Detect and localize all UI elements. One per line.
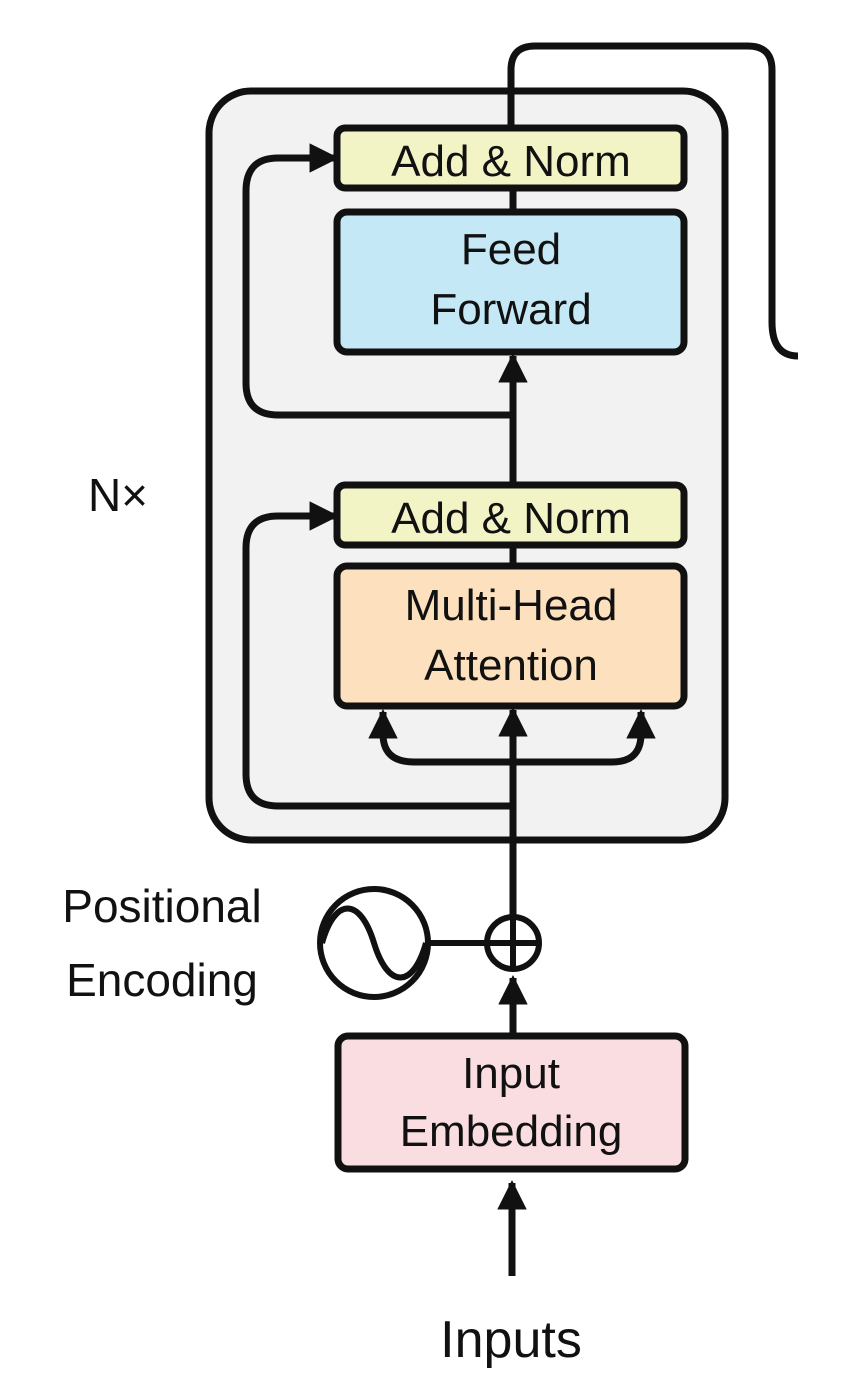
multi-head-attention-block: [333, 562, 688, 710]
input-embedding-block: [334, 1032, 689, 1173]
repeat-count-label: N×: [88, 469, 148, 521]
encoder-container: [205, 87, 729, 844]
residual-feedforward-arrow: [242, 143, 513, 419]
add-norm-bottom-block: [333, 481, 688, 549]
sine-wave-icon: [317, 886, 431, 1000]
feed-forward-label-line1: Feed: [461, 225, 561, 274]
input-embedding-label-line1: Input: [462, 1049, 560, 1098]
input-embedding-label-line2: Embedding: [400, 1107, 623, 1156]
attention-left-input-arrow: [368, 709, 513, 766]
feed-forward-block: [333, 208, 688, 356]
positional-encoding-label-line2: Encoding: [66, 954, 258, 1006]
multi-head-attention-label-line2: Attention: [424, 641, 598, 690]
multi-head-attention-label-line1: Multi-Head: [405, 581, 618, 630]
plus-circle-icon: [484, 914, 542, 972]
output-connector-line: [507, 42, 799, 360]
positional-encoding-label-line1: Positional: [62, 880, 261, 932]
inputs-label: Inputs: [440, 1311, 582, 1369]
add-norm-top-block: [333, 124, 688, 192]
residual-attention-arrow: [242, 501, 513, 810]
feed-forward-label-line2: Forward: [430, 285, 591, 334]
add-norm-top-label: Add & Norm: [391, 137, 631, 186]
add-norm-bottom-label: Add & Norm: [391, 494, 631, 543]
attention-right-input-arrow: [513, 709, 656, 766]
